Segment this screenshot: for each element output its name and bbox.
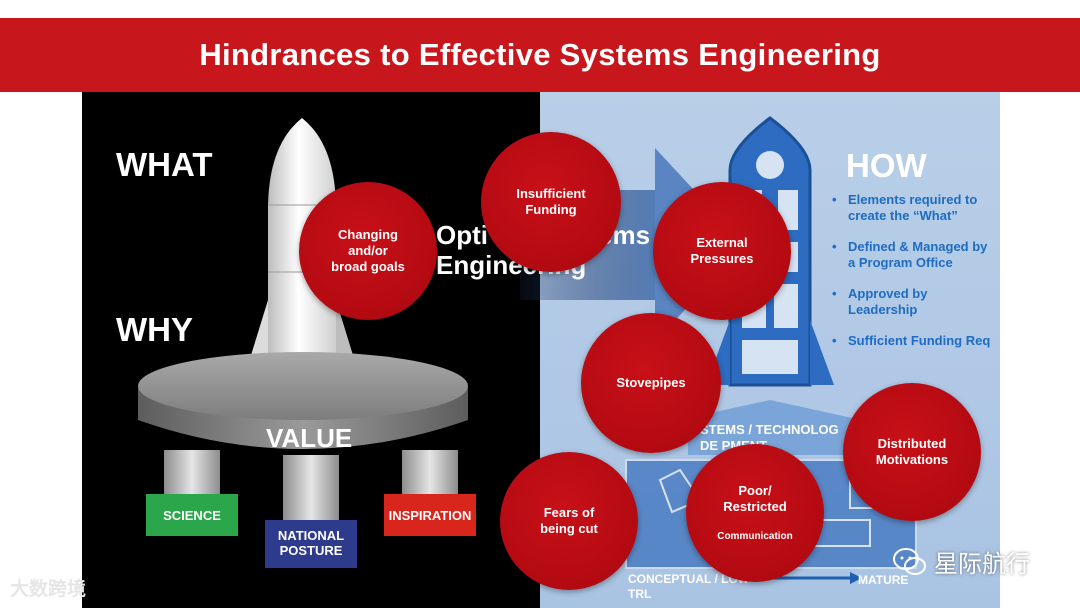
hindrance-label: Fears of being cut xyxy=(540,505,598,537)
hindrance-poor-restricted: Poor/ Restricted Communication xyxy=(686,444,824,582)
pillar-science xyxy=(146,450,238,536)
why-label: WHY xyxy=(116,311,193,349)
hindrance-label-main: Poor/ Restricted xyxy=(717,483,793,515)
hindrance-external-pressures: External Pressures xyxy=(653,182,791,320)
hindrance-label: Insufficient Funding xyxy=(516,186,585,218)
how-label: HOW xyxy=(846,147,927,185)
how-bullet: Defined & Managed by a Program Office xyxy=(832,239,992,271)
hindrance-label: Poor/ Restricted Communication xyxy=(717,467,793,559)
hindrance-label: Changing and/or broad goals xyxy=(331,227,405,275)
watermark-left-text: 大数跨境 xyxy=(10,578,86,600)
hindrance-label: External Pressures xyxy=(691,235,754,267)
optimized-text-line1: Opti xyxy=(436,220,488,250)
hindrance-changing-goals: Changing and/or broad goals xyxy=(299,182,437,320)
value-label: VALUE xyxy=(266,423,352,454)
wechat-icon xyxy=(892,547,928,577)
how-bullets: Elements required to create the “What” D… xyxy=(832,192,992,364)
how-bullet: Sufficient Funding Req xyxy=(832,333,992,349)
pillar-label-science: SCIENCE xyxy=(146,508,238,523)
hindrance-insufficient-funding: Insufficient Funding xyxy=(481,132,621,272)
what-label: WHAT xyxy=(116,146,213,184)
how-bullet: Approved by Leadership xyxy=(832,286,992,318)
pillar-label-national-posture: NATIONAL POSTURE xyxy=(265,528,357,558)
watermark-right: 星际航行 xyxy=(892,544,1030,579)
hindrance-stovepipes: Stovepipes xyxy=(581,313,721,453)
watermark-right-text: 星际航行 xyxy=(934,544,1030,579)
hindrance-label-sub: Communication xyxy=(717,531,793,543)
watermark-left: 大数跨境 xyxy=(10,574,86,601)
pillar-inspiration xyxy=(384,450,476,536)
how-bullet: Elements required to create the “What” xyxy=(832,192,992,224)
hindrance-label: Stovepipes xyxy=(616,375,685,391)
hindrance-fears-of-being-cut: Fears of being cut xyxy=(500,452,638,590)
hindrance-distributed-motivations: Distributed Motivations xyxy=(843,383,981,521)
hindrance-label: Distributed Motivations xyxy=(876,436,948,468)
pillar-label-inspiration: INSPIRATION xyxy=(384,508,476,523)
